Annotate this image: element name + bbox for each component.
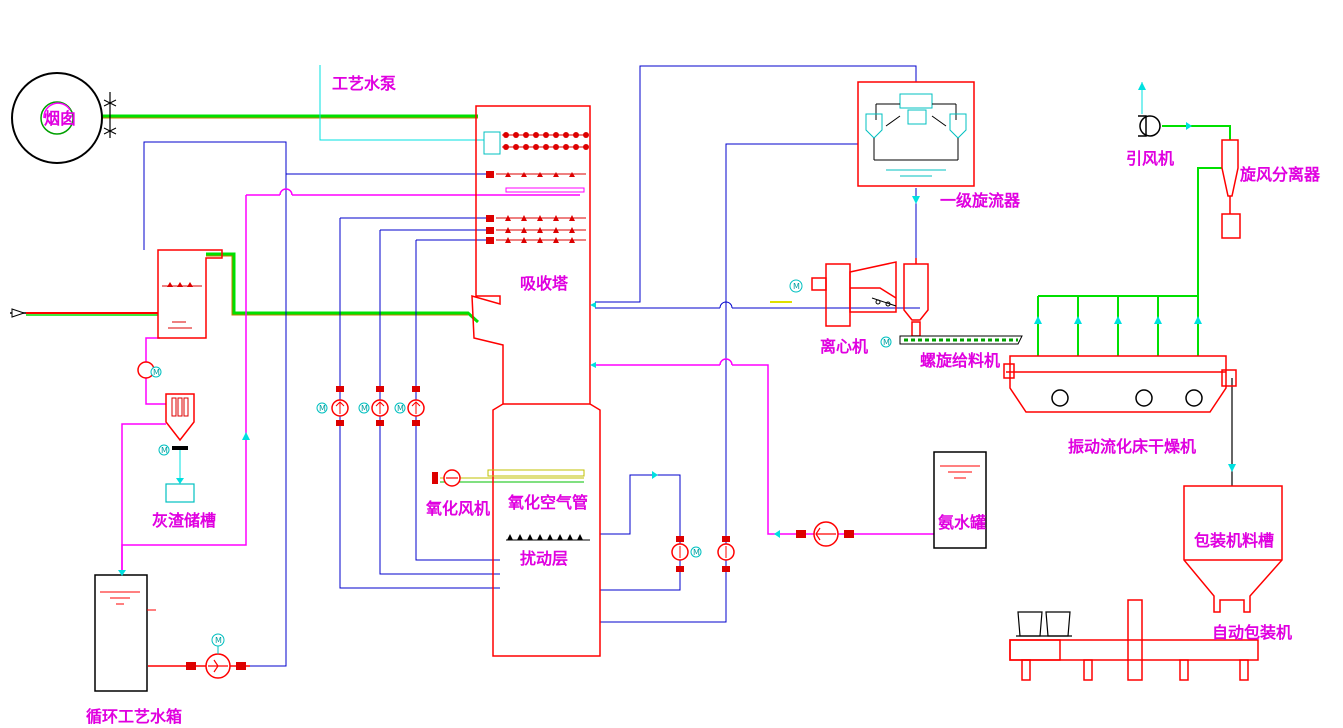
ash-tank: 灰渣储槽 <box>152 483 216 530</box>
svg-text:M: M <box>153 368 160 377</box>
slurry-to-cyclone-line <box>595 65 917 303</box>
recirc-pump-2: M <box>358 386 389 426</box>
packer-hopper: 包装机料槽 <box>1183 485 1283 613</box>
screw-feeder-label: 螺旋给料机 <box>920 351 1000 370</box>
ash-line <box>121 423 166 575</box>
svg-text:M: M <box>883 338 890 347</box>
water-loop-left <box>143 141 287 667</box>
circulating-water-tank-label: 循环工艺水箱 <box>86 707 182 726</box>
svg-text:M: M <box>215 636 222 645</box>
ash-filter: M <box>158 393 195 456</box>
agitation-layer: 扰动层 <box>506 534 590 568</box>
auto-packer-label: 自动包装机 <box>1212 623 1292 642</box>
oxidation-fan: 氧化风机 <box>425 469 490 518</box>
svg-text:M: M <box>361 404 368 413</box>
screw-feeder: M 螺旋给料机 <box>880 335 1023 370</box>
ash-tank-label: 灰渣储槽 <box>152 511 216 530</box>
circulating-water-tank: 循环工艺水箱 <box>86 574 182 726</box>
packer-hopper-label: 包装机料槽 <box>1194 531 1274 550</box>
inlet-flue-line <box>10 308 158 318</box>
prescrubber-pump: M <box>137 361 162 379</box>
chimney-flue-line <box>88 114 478 119</box>
prescrubber-to-absorber-flue <box>206 252 480 324</box>
dryer-to-separator-line <box>1197 167 1222 296</box>
centrifuge-separator <box>903 258 929 337</box>
water-tank-pump: M <box>186 633 246 679</box>
auto-packer: 自动包装机 <box>1009 599 1292 681</box>
primary-cyclone-label: 一级旋流器 <box>940 191 1021 210</box>
absorber-label: 吸收塔 <box>520 274 569 293</box>
induced-fan-label: 引风机 <box>1126 149 1174 168</box>
oxidation-return-line <box>600 474 681 591</box>
primary-cyclone <box>857 81 975 187</box>
agitation-layer-label: 扰动层 <box>520 549 568 568</box>
centrifuge-label: 离心机 <box>820 337 868 356</box>
vibrating-dryer: 振动流化床干燥机 <box>1003 355 1237 456</box>
oxidation-air-pipe: 氧化空气管 <box>487 469 588 512</box>
vibrating-dryer-label: 振动流化床干燥机 <box>1068 437 1196 456</box>
induced-fan: 引风机 <box>1126 115 1174 168</box>
dryer-air-manifold <box>1037 295 1199 356</box>
pre-scrubber <box>157 249 223 339</box>
flow-arrows <box>118 82 1236 576</box>
svg-text:M: M <box>161 446 168 455</box>
ammonia-tank: 氨水罐 <box>933 451 987 549</box>
chimney-label: 烟囱 <box>44 109 76 128</box>
discharge-pump-2 <box>717 536 735 572</box>
process-water-line <box>319 65 484 141</box>
recirc-pump-3: M <box>394 386 425 426</box>
oxidation-fan-label: 氧化风机 <box>425 499 490 518</box>
recirc-line-3 <box>415 239 500 561</box>
absorber-tower: 吸收塔 <box>471 105 601 657</box>
absorber-spray-headers <box>483 131 589 244</box>
svg-text:M: M <box>397 404 404 413</box>
chimney: 烟囱 <box>11 72 103 164</box>
cyclone-return-line <box>600 143 858 623</box>
ammonia-feed-line <box>595 364 934 535</box>
cyclone-separator-label: 旋风分离器 <box>1239 165 1321 184</box>
svg-text:M: M <box>793 282 800 291</box>
discharge-pump-1: M <box>671 536 702 572</box>
svg-text:M: M <box>319 404 326 413</box>
oxidation-air-pipe-label: 氧化空气管 <box>507 493 588 512</box>
chimney-damper <box>103 92 117 138</box>
cyclone-separator: 旋风分离器 <box>1221 139 1321 239</box>
centrifuge: M 离心机 <box>789 261 897 356</box>
recirc-line-1 <box>339 217 500 589</box>
ammonia-tank-label: 氨水罐 <box>938 513 986 532</box>
recirc-line-2 <box>379 229 500 575</box>
svg-text:M: M <box>693 548 700 557</box>
separator-to-fan-line <box>1162 125 1231 140</box>
recirc-pump-1: M <box>316 386 349 426</box>
ammonia-pump <box>796 521 854 547</box>
process-water-pump-label: 工艺水泵 <box>332 74 396 93</box>
